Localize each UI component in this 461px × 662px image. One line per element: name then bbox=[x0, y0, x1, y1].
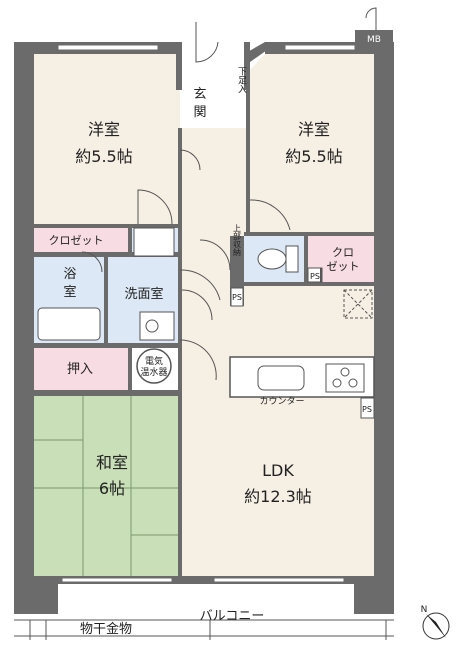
closet-right-label-2: ゼット bbox=[327, 260, 360, 273]
upper-storage-label: 上部収納 bbox=[233, 224, 242, 257]
bath-name-1: 浴 bbox=[63, 267, 76, 282]
western-room-right-name: 洋室 bbox=[298, 120, 330, 139]
north-label: N bbox=[421, 605, 428, 615]
bathtub bbox=[37, 307, 101, 341]
ps-label-1: PS bbox=[232, 293, 242, 302]
water-heater-label-2: 温水器 bbox=[140, 366, 167, 378]
closet-right-label-1: クロ bbox=[332, 246, 354, 259]
balcony-label: バルコニー bbox=[200, 609, 265, 624]
mb-label: MB bbox=[367, 35, 381, 45]
north-arrow bbox=[422, 612, 450, 640]
western-room-right-size: 約5.5帖 bbox=[285, 147, 342, 166]
closet-left-label: クロゼット bbox=[49, 234, 104, 247]
western-room-left-floor bbox=[34, 54, 180, 226]
toilet bbox=[257, 245, 299, 273]
ldk-size: 約12.3帖 bbox=[244, 487, 312, 506]
shoe-storage-label: 下足入 bbox=[236, 67, 247, 94]
closet-right-divider bbox=[320, 268, 322, 282]
ps-boxes bbox=[230, 267, 375, 419]
walls bbox=[14, 30, 394, 614]
japanese-room-size: 6帖 bbox=[99, 479, 125, 498]
japanese-room-name: 和室 bbox=[96, 453, 128, 472]
bath-name-2: 室 bbox=[63, 284, 76, 300]
balcony bbox=[14, 619, 394, 640]
door-swings bbox=[81, 7, 377, 381]
ventilation-box bbox=[343, 289, 373, 319]
western-room-left-size: 約5.5帖 bbox=[75, 147, 132, 166]
washing-machine bbox=[133, 227, 175, 257]
ps-label-2: PS bbox=[310, 272, 320, 281]
ps-label-3: PS bbox=[362, 405, 372, 414]
washroom-name: 洗面室 bbox=[124, 286, 163, 302]
western-room-left-name: 洋室 bbox=[88, 120, 120, 139]
entrance-floor bbox=[180, 72, 234, 128]
water-heater bbox=[136, 348, 172, 384]
entrance-name-2: 関 bbox=[193, 105, 206, 120]
washbasin bbox=[139, 311, 175, 341]
western-room-right-floor bbox=[248, 54, 374, 232]
water-heater-label-1: 電気 bbox=[145, 355, 163, 367]
oshiire-floor bbox=[34, 348, 128, 390]
ldk-name: LDK bbox=[262, 461, 294, 480]
entrance-name-1: 玄 bbox=[193, 87, 206, 102]
tatami-lines bbox=[34, 396, 180, 580]
counter-label: カウンター bbox=[259, 396, 304, 407]
kitchen-counter bbox=[229, 356, 375, 398]
closet-left-floor bbox=[34, 228, 128, 252]
laundry-label: 物干金物 bbox=[80, 621, 132, 637]
windows bbox=[57, 44, 356, 583]
oshiire-label: 押入 bbox=[67, 362, 93, 377]
